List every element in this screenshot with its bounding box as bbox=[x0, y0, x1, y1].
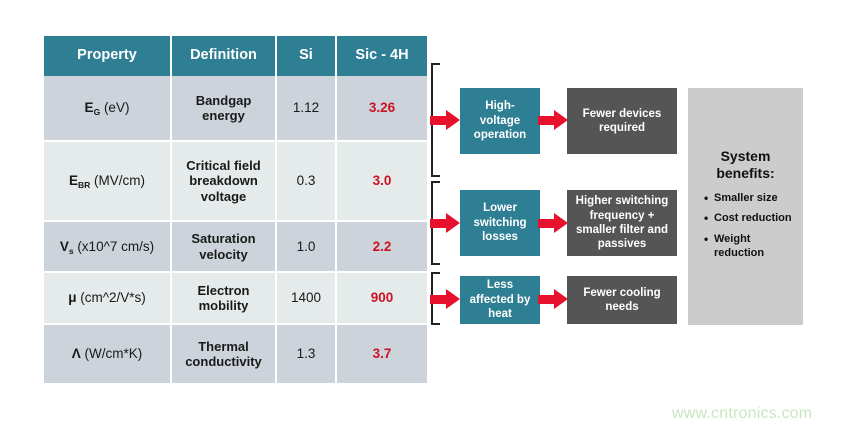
system-benefits-panel: System benefits: Smaller size Cost reduc… bbox=[688, 88, 803, 325]
cell-definition: Critical field breakdown voltage bbox=[172, 142, 277, 222]
cell-si-value: 1.0 bbox=[277, 222, 337, 273]
property-symbol: E bbox=[68, 173, 78, 189]
property-symbol: μ bbox=[68, 290, 77, 306]
benefits-list: Smaller size Cost reduction Weight reduc… bbox=[698, 191, 793, 261]
property-units: (W/cm*K) bbox=[80, 346, 143, 362]
property-symbol: Λ bbox=[71, 346, 81, 362]
list-item: Weight reduction bbox=[704, 232, 793, 261]
table-header-row: Property Definition Si Sic - 4H bbox=[44, 36, 427, 76]
cell-property: Λ (W/cm*K) bbox=[44, 325, 172, 385]
table-row: Vs (x10^7 cm/s) Saturation velocity 1.0 … bbox=[44, 222, 427, 273]
property-units: (MV/cm) bbox=[90, 173, 146, 189]
cell-sic-value: 3.26 bbox=[337, 76, 427, 142]
flow-cause-box-1: High-voltage operation bbox=[460, 88, 540, 154]
flow-cause-box-3: Less affected by heat bbox=[460, 276, 540, 324]
list-item: Smaller size bbox=[704, 191, 793, 206]
cell-definition: Bandgap energy bbox=[172, 76, 277, 142]
cell-property: μ (cm^2/V*s) bbox=[44, 273, 172, 325]
table-row: EG (eV) Bandgap energy 1.12 3.26 bbox=[44, 76, 427, 142]
cell-si-value: 1400 bbox=[277, 273, 337, 325]
cell-definition: Saturation velocity bbox=[172, 222, 277, 273]
arrow-right-icon bbox=[430, 213, 460, 233]
flow-effect-box-1: Fewer devices required bbox=[567, 88, 677, 154]
property-subscript: s bbox=[68, 245, 74, 256]
column-header-definition: Definition bbox=[172, 36, 277, 76]
table-row: μ (cm^2/V*s) Electron mobility 1400 900 bbox=[44, 273, 427, 325]
site-watermark: www.cntronics.com bbox=[672, 405, 813, 422]
flow-effect-box-3: Fewer cooling needs bbox=[567, 276, 677, 324]
property-subscript: G bbox=[93, 107, 101, 118]
cell-definition: Electron mobility bbox=[172, 273, 277, 325]
cell-property: EBR (MV/cm) bbox=[44, 142, 172, 222]
property-symbol: E bbox=[84, 100, 94, 116]
cell-property: Vs (x10^7 cm/s) bbox=[44, 222, 172, 273]
property-subscript: BR bbox=[77, 180, 91, 191]
cell-sic-value: 2.2 bbox=[337, 222, 427, 273]
table-row: EBR (MV/cm) Critical field breakdown vol… bbox=[44, 142, 427, 222]
list-item: Cost reduction bbox=[704, 211, 793, 226]
arrow-right-icon bbox=[538, 289, 568, 309]
arrow-right-icon bbox=[538, 110, 568, 130]
table-row: Λ (W/cm*K) Thermal conductivity 1.3 3.7 bbox=[44, 325, 427, 385]
flow-effect-box-2: Higher switching frequency + smaller fil… bbox=[567, 190, 677, 256]
column-header-property: Property bbox=[44, 36, 172, 76]
property-units: (x10^7 cm/s) bbox=[73, 238, 155, 254]
column-header-sic-4h: Sic - 4H bbox=[337, 36, 427, 76]
property-units: (eV) bbox=[100, 100, 130, 116]
cell-property: EG (eV) bbox=[44, 76, 172, 142]
property-units: (cm^2/V*s) bbox=[76, 290, 146, 306]
arrow-right-icon bbox=[430, 110, 460, 130]
cell-sic-value: 3.0 bbox=[337, 142, 427, 222]
flow-cause-box-2: Lower switching losses bbox=[460, 190, 540, 256]
column-header-si: Si bbox=[277, 36, 337, 76]
cell-sic-value: 3.7 bbox=[337, 325, 427, 385]
benefits-title: System benefits: bbox=[716, 148, 775, 181]
cell-si-value: 0.3 bbox=[277, 142, 337, 222]
arrow-right-icon bbox=[538, 213, 568, 233]
cell-si-value: 1.12 bbox=[277, 76, 337, 142]
property-comparison-table: Property Definition Si Sic - 4H EG (eV) … bbox=[44, 36, 427, 385]
property-symbol: V bbox=[59, 238, 69, 254]
cell-si-value: 1.3 bbox=[277, 325, 337, 385]
cell-definition: Thermal conductivity bbox=[172, 325, 277, 385]
cell-sic-value: 900 bbox=[337, 273, 427, 325]
arrow-right-icon bbox=[430, 289, 460, 309]
